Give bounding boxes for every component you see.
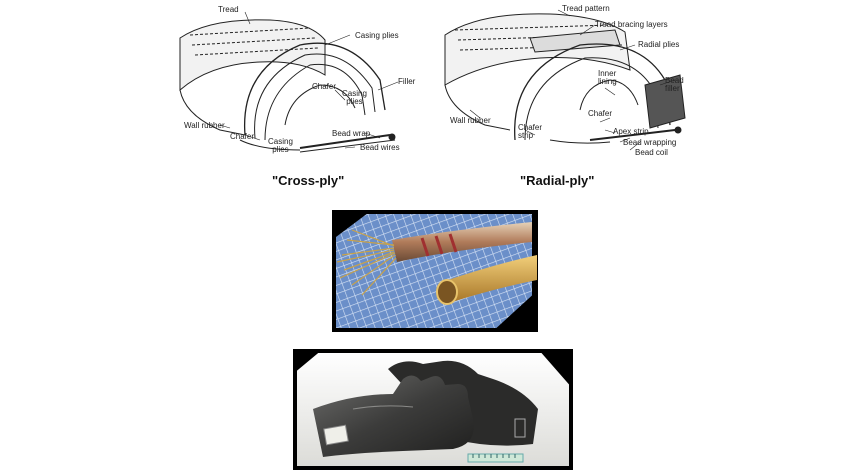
label-tread-pattern: Tread pattern	[562, 4, 610, 13]
label-casing-plies-mid: Casing plies	[342, 89, 367, 106]
label-radial-plies: Radial plies	[638, 40, 680, 49]
label-bead-coil: Bead coil	[635, 148, 668, 157]
label-chafer: Chafer	[230, 132, 255, 141]
radialply-caption: "Radial-ply"	[520, 173, 595, 188]
radialply-tire-drawing	[444, 9, 686, 151]
leather-glove-photo	[293, 349, 573, 470]
radialply-diagram: Tread pattern Tread bracing layers Radia…	[430, 0, 710, 170]
label-chafer-radial-inner: Chafer	[588, 109, 613, 118]
leather-glove-image	[293, 349, 573, 466]
label-bead-wrapping: Bead wrapping	[623, 138, 677, 147]
label-casing-plies-bottom: Casing plies	[268, 137, 293, 154]
fiber-rope-image	[332, 210, 538, 332]
label-apex-strip: Apex strip	[613, 127, 649, 136]
label-bead-filler: Bead filler	[665, 76, 684, 93]
fiber-rope-photo	[332, 210, 538, 332]
label-chafer-strip: Chafer strip	[518, 123, 543, 140]
label-inner-lining: Inner lining	[598, 69, 617, 86]
label-tread-bracing-layers: Tread bracing layers	[595, 20, 668, 29]
label-tread: Tread	[218, 5, 239, 14]
label-casing-plies-top: Casing plies	[355, 31, 399, 40]
label-wall-rubber-radial: Wall rubber	[450, 116, 491, 125]
crossply-caption: "Cross-ply"	[272, 173, 345, 188]
crossply-diagram: Tread Casing plies Filler Chafer Casing …	[150, 0, 440, 170]
label-wall-rubber: Wall rubber	[184, 121, 225, 130]
label-bead-wires: Bead wires	[360, 143, 400, 152]
label-chafer-inner: Chafer	[312, 82, 337, 91]
crossply-tire-drawing	[179, 11, 399, 153]
label-filler: Filler	[398, 77, 416, 86]
label-bead-wrap: Bead wrap	[332, 129, 371, 138]
